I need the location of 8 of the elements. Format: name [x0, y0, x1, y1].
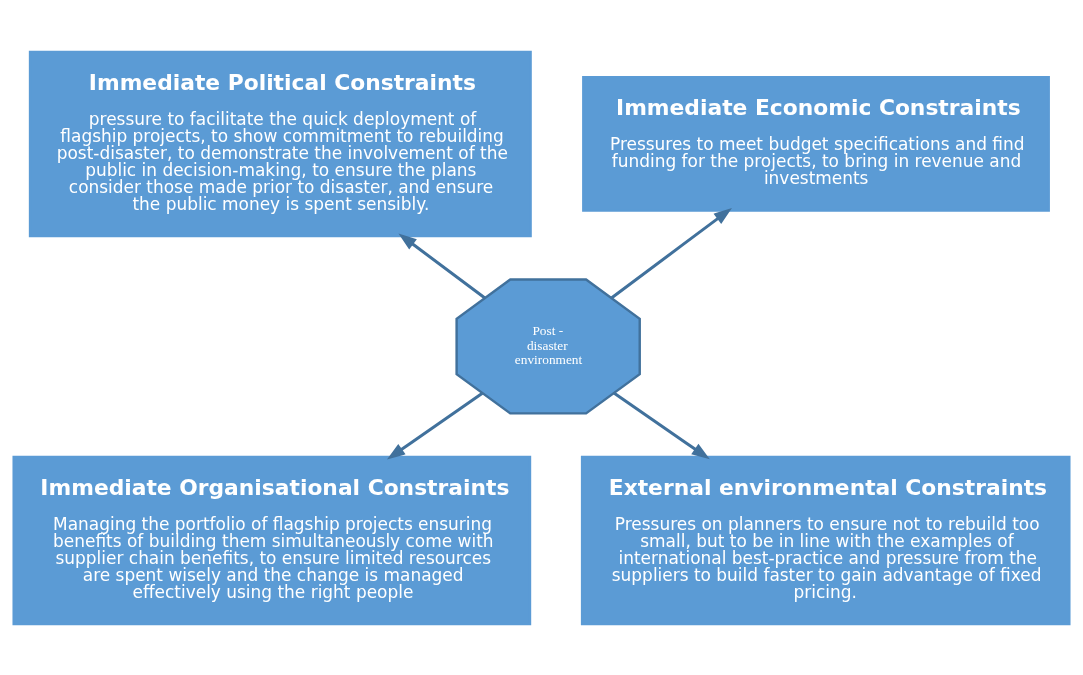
node-box: Immediate Organisational Constraints Managing the portfolio of flagship projects ensuring benefits of building them simultaneously come with supplier chain benefits, to ensure limited resources are spent wisely and the change is managed effectively using the right people: [12, 455, 532, 625]
node-box: Immediate Economic Constraints Pressures to meet budget specifications and find funding for the projects, to bring in revenue and investments: [582, 75, 1050, 212]
arrow: [398, 232, 486, 299]
node-box: Immediate Political Constraints pressure to facilitate the quick deployment of flagship projects, to show commitment to rebuilding post-disaster, to demonstrate the involvement of the public in decision-making, to ensure the plans consider those made prior to disaster, and ensure the public money is spent sensibly.: [28, 50, 532, 237]
node-box: External environmental Constraints Pressures on planners to ensure not to rebuild too small, but to be in line with the examples of international best-practice and pressure from the suppliers to build faster to gain advantage of fixed pricing.: [580, 455, 1071, 625]
arrow: [386, 391, 484, 459]
arrow: [610, 207, 732, 299]
arrow: [613, 391, 710, 459]
